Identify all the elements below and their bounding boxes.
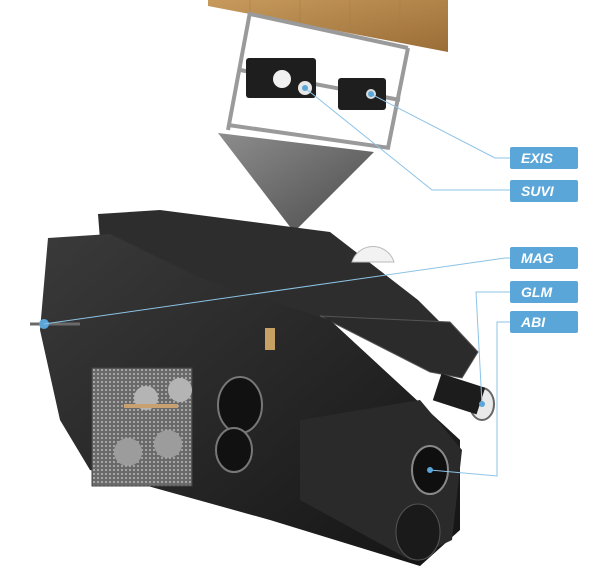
label-abi[interactable]: ABI — [510, 311, 578, 333]
label-glm[interactable]: GLM — [510, 281, 578, 303]
glm-optics — [215, 376, 263, 473]
upper-instruments — [246, 58, 386, 110]
antenna-dish — [351, 246, 395, 263]
label-exis[interactable]: EXIS — [510, 147, 578, 169]
solar-panel-grid — [249, 0, 401, 43]
label-suvi[interactable]: SUVI — [510, 180, 578, 202]
solar-panel — [208, 0, 448, 52]
sunshield-panel — [319, 315, 479, 379]
leader-dots — [302, 85, 485, 473]
bus-top-deck — [98, 210, 440, 322]
label-mag[interactable]: MAG — [510, 247, 578, 269]
gold-strut — [265, 328, 275, 350]
glm-barrel — [432, 373, 486, 415]
abi-cap — [395, 503, 441, 561]
mesh-plate — [218, 133, 374, 232]
leader-lines — [43, 87, 510, 477]
radiator-box — [91, 367, 193, 487]
